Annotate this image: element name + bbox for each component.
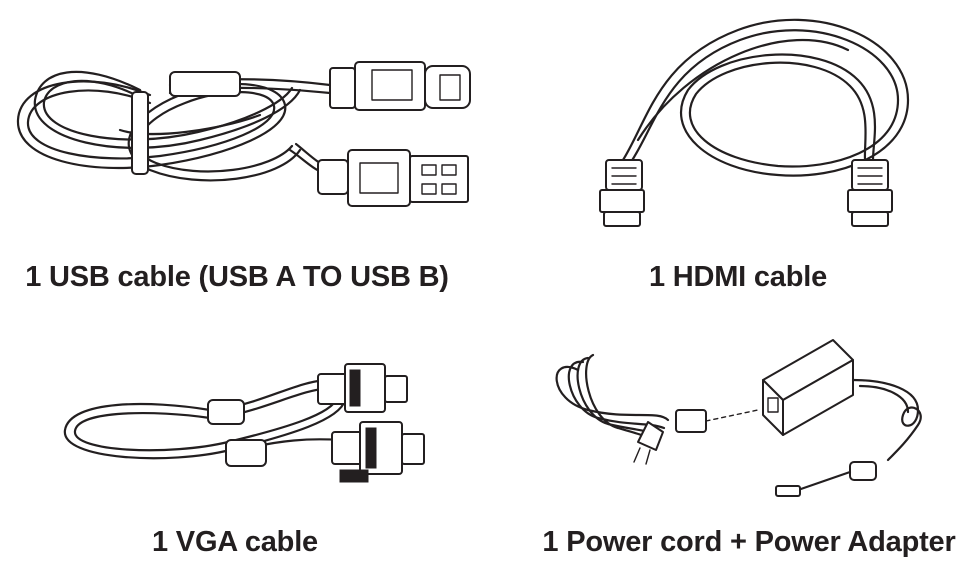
- vga-cable-label: 1 VGA cable: [152, 526, 318, 558]
- hdmi-cable-label: 1 HDMI cable: [648, 261, 828, 293]
- vga-cable-item: 1 VGA cable: [0, 300, 488, 562]
- usb-cable-item: 1 USB cable (USB A TO USB B): [0, 0, 488, 300]
- hdmi-cable-item: 1 HDMI cable: [488, 0, 977, 300]
- usb-cable-label: 1 USB cable (USB A TO USB B): [25, 261, 449, 293]
- power-adapter-label: 1 Power cord + Power Adapter: [542, 526, 956, 558]
- power-adapter-icon: [555, 339, 922, 497]
- hdmi-cable-icon: [599, 18, 910, 227]
- usb-cable-icon: [16, 61, 471, 207]
- vga-cable-icon: [63, 363, 425, 483]
- power-adapter-item: 1 Power cord + Power Adapter: [488, 300, 977, 562]
